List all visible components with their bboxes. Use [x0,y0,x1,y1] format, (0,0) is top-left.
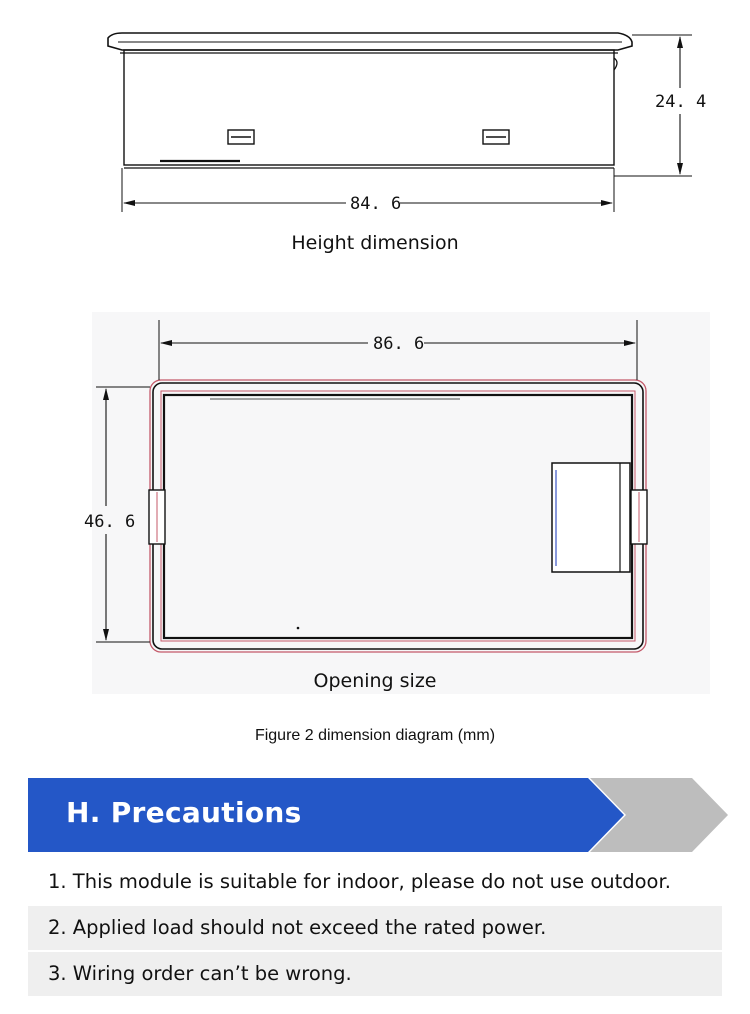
dimension-drawing: 24. 4 84. 6 [84,32,707,653]
precaution-item: 1. This module is suitable for indoor, p… [28,860,722,904]
height-view-caption: Height dimension [291,232,459,254]
opening-view-caption: Opening size [313,670,437,692]
body-outline [123,49,615,166]
width-dimension-label: 84. 6 [350,194,401,214]
banner-gray-chevron [590,778,728,852]
precautions-banner [28,778,728,852]
opening-height-label: 46. 6 [84,512,135,532]
opening-width-arrow-left [160,340,172,346]
clip-slot-right [482,129,510,145]
figure-caption: Figure 2 dimension diagram (mm) [254,727,496,744]
width-arrow-left [123,200,135,206]
reference-dot [296,626,300,630]
banner-blue-bar [28,778,624,852]
opening-height-arrow-bottom [103,629,109,641]
width-arrow-right [601,200,613,206]
precaution-item: 3. Wiring order can’t be wrong. [28,952,722,996]
clip-slot-left [227,129,255,145]
opening-width-label: 86. 6 [373,334,424,354]
height-arrow-bottom [677,163,683,175]
opening-width-arrow-right [624,340,636,346]
side-nub [613,57,618,71]
bezel-outline [107,32,633,51]
height-view [107,32,692,212]
opening-view [96,320,648,653]
height-arrow-top [677,36,683,48]
precautions-title: H. Precautions [66,796,302,829]
height-dimension-label: 24. 4 [655,92,706,112]
connector-block [551,462,631,573]
precaution-item: 2. Applied load should not exceed the ra… [28,906,722,950]
opening-height-arrow-top [103,388,109,400]
